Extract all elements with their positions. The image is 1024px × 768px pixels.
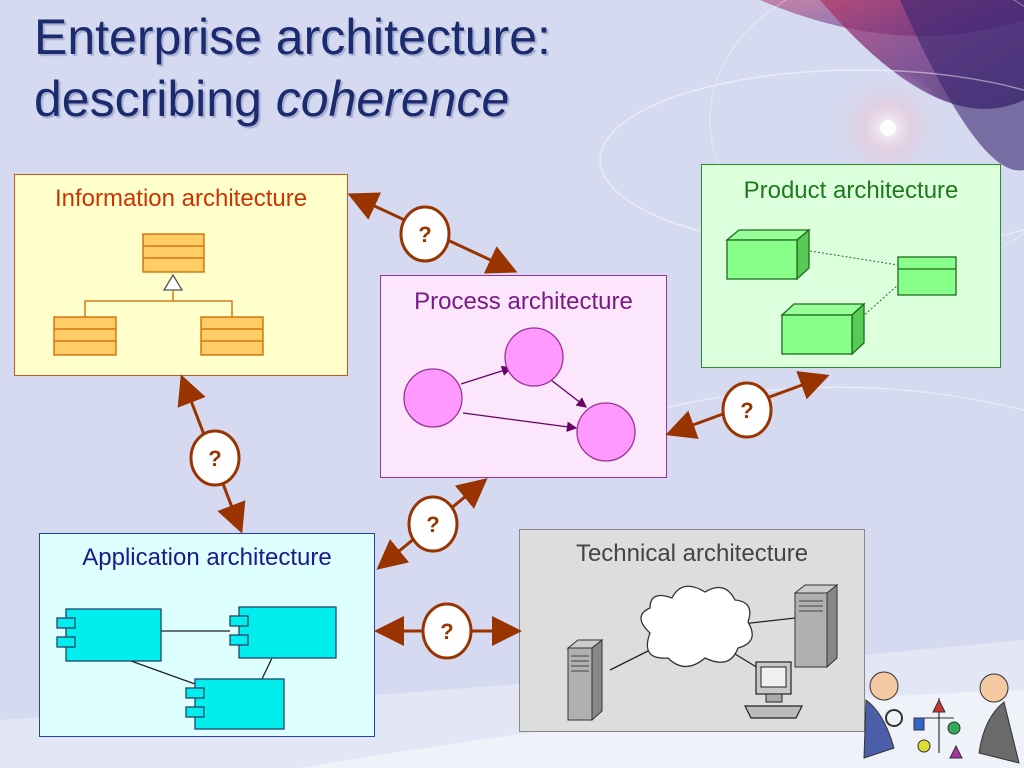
network-link <box>609 650 649 671</box>
technical-architecture-label: Technical architecture <box>575 540 809 567</box>
people-clipart <box>863 671 1020 764</box>
process-architecture-label: Process architecture <box>414 288 633 315</box>
process-flow-arrow <box>460 365 513 385</box>
network-link <box>741 617 796 625</box>
product-architecture-label: Product architecture <box>743 177 959 204</box>
question-mark: ? <box>440 619 453 644</box>
component-link <box>261 657 273 680</box>
question-bubble: ? <box>407 495 459 553</box>
component-icon <box>185 678 285 730</box>
process-flow-diagram <box>403 327 636 462</box>
component-box-icon <box>897 256 957 296</box>
product-architecture-box: Product architecture <box>701 164 1001 368</box>
cloud-icon <box>640 585 753 668</box>
component-link <box>130 660 196 685</box>
inheritance-line <box>173 300 233 317</box>
application-architecture-label: Application architecture <box>82 544 332 571</box>
server-icon <box>793 583 839 669</box>
information-architecture-box: Information architecture <box>14 174 348 376</box>
slide-title: Enterprise architecture: describing cohe… <box>34 6 551 130</box>
dotted-link <box>809 250 899 266</box>
question-mark: ? <box>208 446 221 471</box>
title-line-1: Enterprise architecture: <box>34 9 551 65</box>
title-line-2-prefix: describing <box>34 71 276 127</box>
component-diagram <box>56 606 337 730</box>
technical-architecture-box: Technical architecture <box>519 529 865 732</box>
question-mark: ? <box>418 222 431 247</box>
question-mark: ? <box>426 512 439 537</box>
node-cube-icon <box>725 228 811 281</box>
process-node-icon <box>576 402 636 462</box>
workstation-icon <box>744 661 803 719</box>
process-node-icon <box>403 368 463 428</box>
process-node-icon <box>504 327 564 387</box>
server-icon <box>566 638 604 722</box>
inheritance-line <box>84 290 174 317</box>
question-mark: ? <box>740 398 753 423</box>
application-architecture-box: Application architecture <box>39 533 375 737</box>
title-emphasis: coherence <box>275 71 510 127</box>
question-bubble: ? <box>189 429 241 487</box>
process-flow-arrow <box>462 412 578 432</box>
process-flow-arrow <box>550 379 588 408</box>
child-class-icon <box>200 316 264 356</box>
parent-class-icon <box>142 233 205 273</box>
network-link <box>734 653 759 669</box>
question-bubble: ? <box>399 205 451 263</box>
question-bubble: ? <box>421 602 473 660</box>
title-line-2: describing coherence <box>34 68 551 130</box>
question-bubble: ? <box>721 381 773 439</box>
process-architecture-box: Process architecture <box>380 275 667 478</box>
child-class-icon <box>53 316 117 356</box>
node-cube-icon <box>780 302 866 356</box>
component-icon <box>56 608 162 662</box>
product-node-diagram <box>725 228 957 356</box>
component-icon <box>229 606 337 659</box>
dotted-link <box>861 284 899 318</box>
information-architecture-label: Information architecture <box>54 185 308 212</box>
infrastructure-diagram <box>566 583 839 722</box>
class-hierarchy-diagram <box>53 233 264 356</box>
